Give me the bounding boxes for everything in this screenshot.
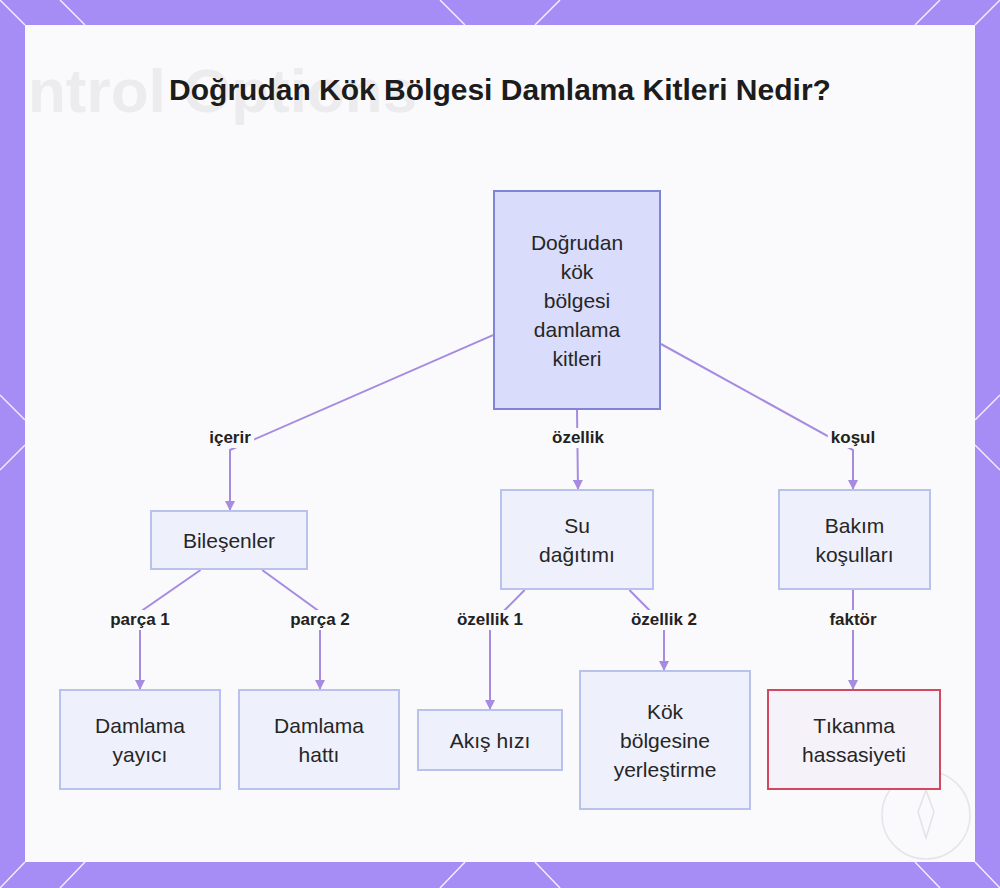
leaf-box: Damlama hattı <box>238 689 400 790</box>
connector-line <box>661 344 853 489</box>
node-label: Akış hızı <box>450 726 531 755</box>
node-label: Damlama yayıcı <box>85 711 195 769</box>
warning-box: Tıkanma hassasiyeti <box>767 689 941 790</box>
connector-line <box>629 590 664 670</box>
connector-line <box>577 410 578 489</box>
edge-label: koşul <box>828 428 878 448</box>
edge-label: özellik 2 <box>628 610 700 630</box>
connector-line <box>852 590 854 689</box>
edge-label: faktör <box>826 610 879 630</box>
leaf-box: Akış hızı <box>417 709 563 771</box>
node-label: Damlama hattı <box>264 711 374 769</box>
category-box: Bakım koşulları <box>778 489 931 590</box>
edge-label: özellik <box>549 428 607 448</box>
category-box: Su dağıtımı <box>500 489 654 590</box>
connector-line <box>490 590 525 709</box>
edge-label: özellik 1 <box>454 610 526 630</box>
node-label: Bileşenler <box>183 526 275 555</box>
diagram-title: Doğrudan Kök Bölgesi Damlama Kitleri Ned… <box>150 70 850 110</box>
leaf-box: Kök bölgesine yerleştirme <box>579 670 751 810</box>
node-label: Su dağıtımı <box>527 511 627 569</box>
node-label: Bakım koşulları <box>800 511 910 569</box>
category-box: Bileşenler <box>150 510 308 570</box>
root-box: Doğrudan kök bölgesi damlama kitleri <box>493 190 661 410</box>
edge-label: parça 2 <box>287 610 353 630</box>
edge-label: parça 1 <box>107 610 173 630</box>
connector-line <box>230 335 493 510</box>
node-label: Doğrudan kök bölgesi damlama kitleri <box>527 228 627 373</box>
node-label: Kök bölgesine yerleştirme <box>600 697 730 784</box>
node-label: Tıkanma hassasiyeti <box>789 711 919 769</box>
leaf-box: Damlama yayıcı <box>59 689 221 790</box>
edge-label: içerir <box>206 428 254 448</box>
